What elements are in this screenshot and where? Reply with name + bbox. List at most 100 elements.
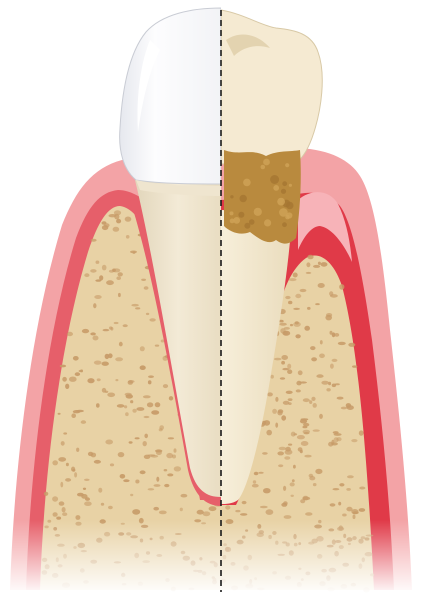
bone-pore — [240, 513, 247, 516]
bone-pore — [283, 501, 288, 505]
bone-pore — [110, 463, 114, 466]
bone-pore — [281, 355, 288, 360]
bone-pore — [319, 414, 323, 419]
bone-pore — [352, 511, 358, 514]
bone-pore — [154, 484, 161, 487]
bone-pore — [58, 457, 66, 462]
bone-pore — [52, 496, 58, 501]
bone-pore — [79, 370, 83, 372]
bone-pore — [97, 378, 101, 381]
bone-pore — [253, 480, 256, 483]
bone-pore — [275, 423, 278, 428]
bone-pore — [60, 365, 66, 368]
bone-pore — [102, 388, 106, 393]
bone-pore — [319, 354, 325, 359]
bone-pore — [281, 361, 285, 365]
bone-pore — [346, 403, 351, 408]
bone-pore — [98, 488, 102, 493]
bone-pore — [288, 402, 292, 405]
bone-pore — [74, 472, 77, 477]
bone-pore — [348, 343, 355, 347]
bone-pore — [144, 416, 150, 418]
bone-pore — [275, 397, 278, 402]
bone-pore — [174, 448, 177, 452]
bone-pore — [140, 346, 145, 351]
bone-pore — [56, 517, 61, 520]
bone-pore — [278, 464, 283, 467]
bone-pore — [140, 365, 146, 370]
bone-pore — [285, 296, 290, 299]
bone-pore — [331, 440, 334, 445]
bone-pore — [274, 358, 281, 361]
bone-pore — [144, 286, 149, 290]
periodontitis-panel — [219, 10, 412, 593]
bone-pore — [90, 332, 96, 335]
bone-pore — [119, 342, 123, 347]
tartar-speck — [289, 184, 292, 187]
bone-pore — [181, 494, 188, 498]
bone-pore — [290, 482, 295, 486]
bone-pore — [124, 405, 127, 408]
tartar-speck — [230, 211, 234, 215]
bone-pore — [90, 269, 96, 273]
tartar-speck — [285, 163, 289, 167]
bone-pore — [96, 261, 100, 264]
bone-pore — [293, 308, 300, 310]
bone-pore — [155, 449, 162, 452]
bone-pore — [67, 332, 73, 336]
bone-pore — [242, 501, 247, 504]
bone-pore — [129, 441, 133, 443]
bone-pore — [62, 507, 66, 512]
bone-pore — [156, 477, 159, 482]
bone-pore — [307, 307, 311, 310]
bone-pore — [151, 410, 159, 415]
bone-pore — [295, 321, 299, 324]
bone-pore — [81, 420, 86, 424]
bone-pore — [262, 452, 268, 455]
bone-pore — [300, 499, 305, 503]
bone-pore — [359, 508, 366, 512]
bone-pore — [309, 476, 315, 480]
bone-pore — [135, 437, 140, 439]
bone-pore — [107, 393, 115, 398]
bone-pore — [311, 397, 315, 401]
tartar-speck — [264, 219, 271, 226]
bone-pore — [167, 473, 173, 476]
bone-pore — [169, 396, 173, 400]
bone-pore — [318, 283, 325, 288]
bone-pore — [131, 304, 138, 307]
bone-pore — [84, 501, 92, 506]
bone-pore — [123, 479, 129, 482]
bone-pore — [329, 291, 333, 296]
bone-pore — [310, 346, 315, 350]
bone-pore — [155, 402, 161, 407]
bone-pore — [63, 432, 67, 434]
bone-pore — [136, 407, 144, 411]
bone-pore — [102, 265, 107, 271]
bone-pore — [288, 444, 292, 446]
bone-pore — [351, 439, 357, 442]
bone-pore — [115, 379, 118, 381]
tartar-speck — [263, 159, 270, 166]
bone-pore — [303, 398, 310, 402]
bone-pore — [277, 451, 284, 455]
bone-pore — [272, 409, 277, 414]
bone-pore — [130, 494, 133, 496]
bone-pore — [305, 512, 312, 516]
bone-pore — [164, 469, 168, 471]
bone-pore — [105, 354, 110, 359]
bone-pore — [313, 483, 317, 486]
bone-pore — [266, 430, 272, 436]
tartar-speck — [254, 208, 262, 216]
bone-pore — [94, 295, 101, 299]
bone-pore — [84, 479, 90, 481]
bone-pore — [174, 466, 181, 471]
bone-pore — [315, 469, 322, 474]
bone-pore — [93, 336, 99, 341]
bone-pore — [266, 509, 274, 515]
bone-pore — [102, 225, 108, 230]
bone-pore — [159, 511, 167, 515]
bone-pore — [341, 407, 347, 410]
tartar-speck — [230, 195, 233, 198]
